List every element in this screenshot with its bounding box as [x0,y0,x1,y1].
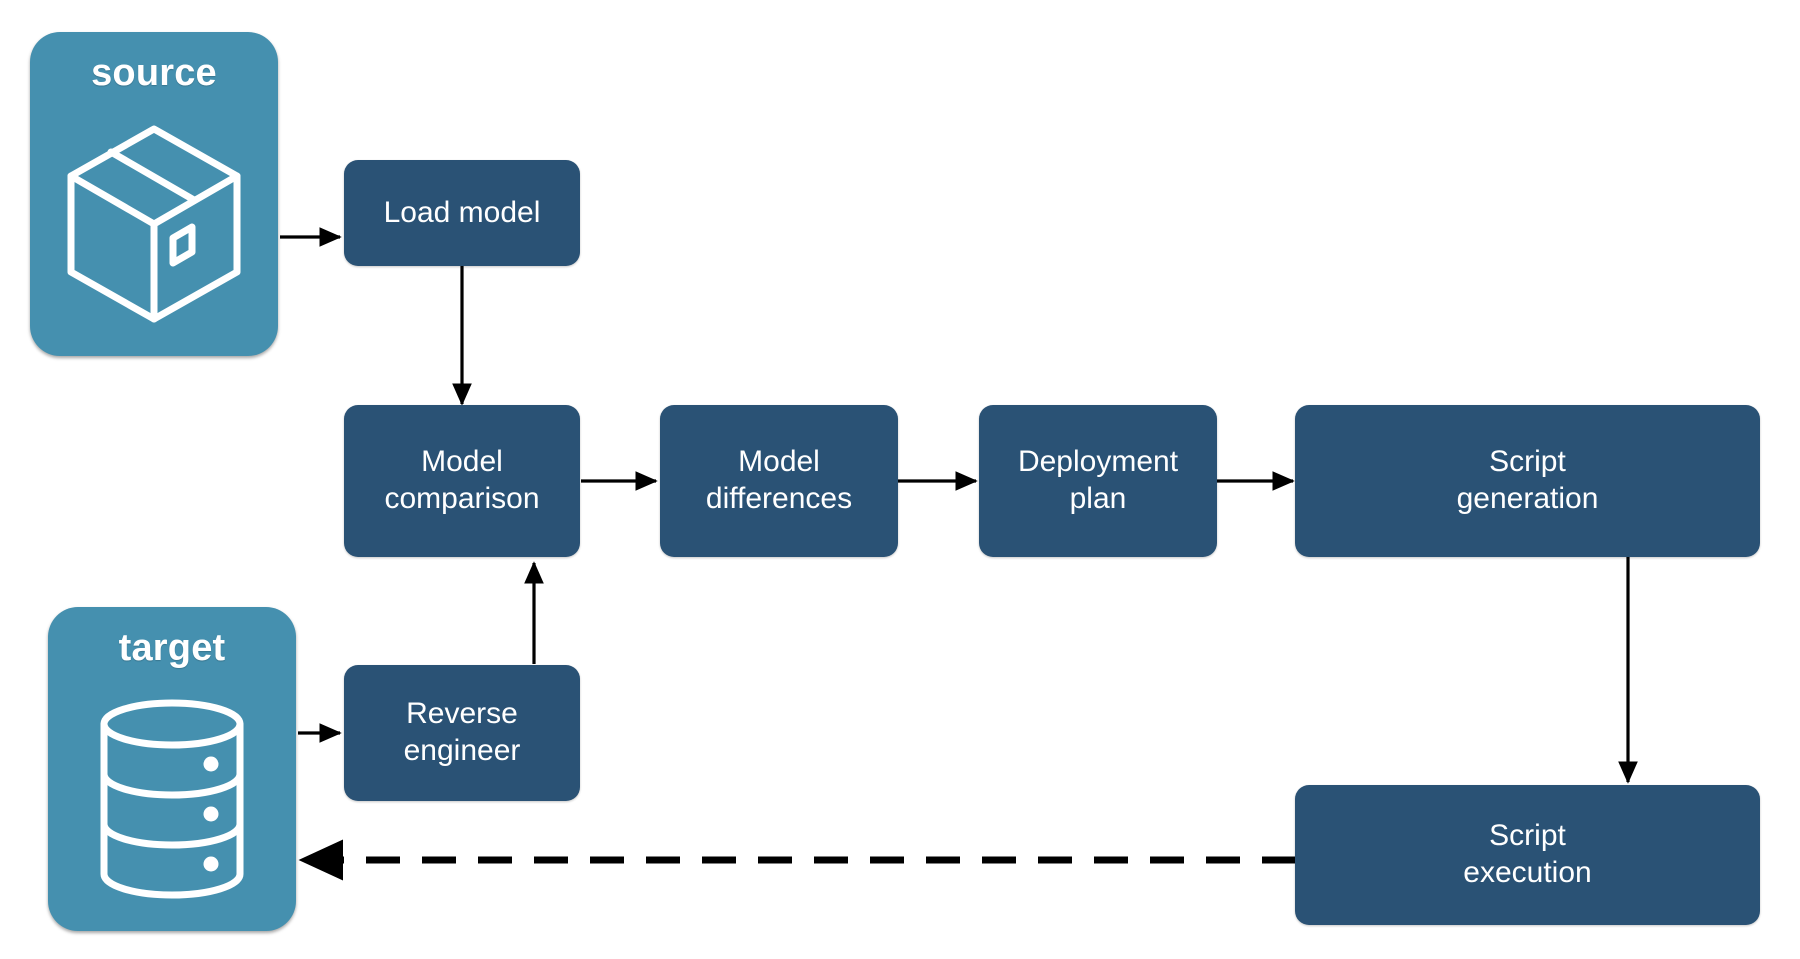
node-script-execution-label: Script execution [1463,819,1592,889]
node-source[interactable]: source [30,32,278,356]
node-model-differences[interactable]: Model differences [660,405,898,557]
package-box-icon [30,92,278,356]
node-deployment-plan-label: Deployment plan [1017,445,1179,515]
node-deployment-plan[interactable]: Deployment plan [979,405,1217,557]
node-model-comparison[interactable]: Model comparison [344,405,580,557]
node-script-execution[interactable]: Script execution [1295,785,1760,925]
node-target-label: target [118,627,226,669]
database-cylinder-icon [48,667,296,931]
node-model-differences-label: Model differences [705,445,853,515]
node-load-model[interactable]: Load model [344,160,580,266]
node-target[interactable]: target [48,607,296,931]
node-reverse-engineer-label: Reverse engineer [403,697,521,767]
node-reverse-engineer[interactable]: Reverse engineer [344,665,580,801]
node-model-comparison-label: Model comparison [384,445,540,515]
node-script-generation[interactable]: Script generation [1295,405,1760,557]
node-source-label: source [91,52,217,94]
node-load-model-label: Load model [383,195,541,229]
node-script-generation-label: Script generation [1456,445,1599,515]
